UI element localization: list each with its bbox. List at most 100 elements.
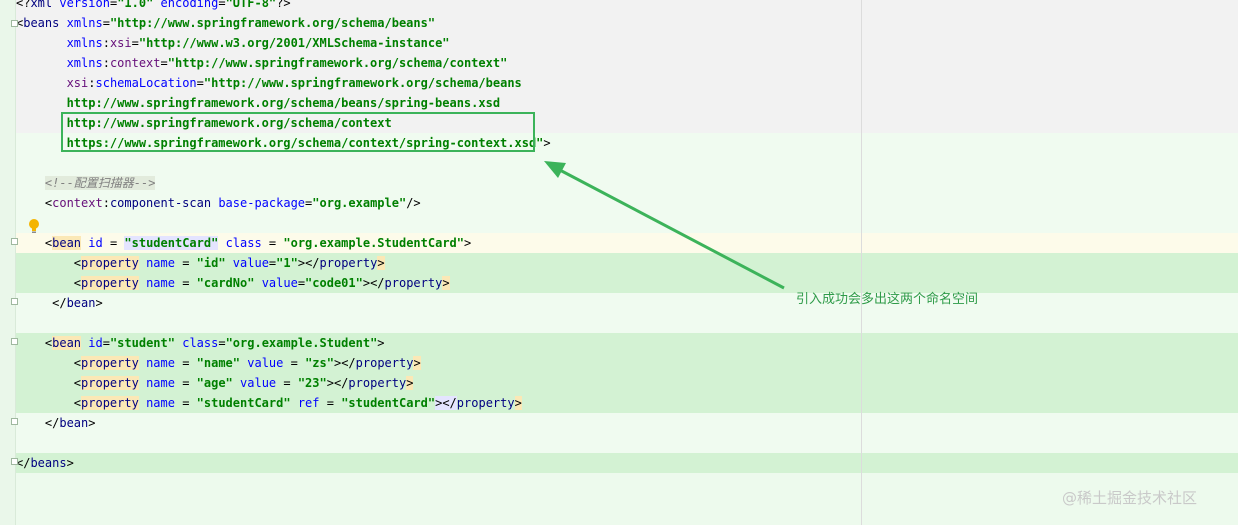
code-token: beans xyxy=(30,456,67,470)
code-token: = xyxy=(218,336,226,350)
code-token: "23" xyxy=(297,376,327,390)
code-token: ></ xyxy=(435,396,457,410)
code-token: > xyxy=(377,256,385,270)
code-token: < xyxy=(16,256,82,270)
code-line[interactable]: xsi:schemaLocation="http://www.springfra… xyxy=(16,73,1238,93)
code-token: xmlns xyxy=(66,16,103,30)
code-token: id xyxy=(88,236,103,250)
code-token: "name" xyxy=(196,356,241,370)
code-line[interactable]: <property name = "id" value="1"></proper… xyxy=(16,253,1238,273)
right-margin-guide xyxy=(861,0,862,525)
code-token: "1" xyxy=(276,256,298,270)
code-line[interactable] xyxy=(16,313,1238,333)
highlight-box xyxy=(61,112,535,152)
code-token: = xyxy=(319,396,342,410)
fold-marker-icon[interactable] xyxy=(11,418,18,425)
code-token: < xyxy=(16,196,53,210)
code-line[interactable]: <property name = "cardNo" value="code01"… xyxy=(16,273,1238,293)
fold-marker-icon[interactable] xyxy=(11,298,18,305)
code-token: > xyxy=(95,296,103,310)
code-token: </ xyxy=(16,296,67,310)
code-token: > xyxy=(464,236,472,250)
code-token: = xyxy=(218,0,226,10)
code-line[interactable] xyxy=(16,433,1238,453)
fold-marker-icon[interactable] xyxy=(11,20,18,27)
code-token: property xyxy=(319,256,378,270)
code-token: "org.example.Student" xyxy=(225,336,378,350)
code-line[interactable]: </bean> xyxy=(16,413,1238,433)
code-token: = xyxy=(283,356,306,370)
code-token: "http://www.springframework.org/schema/b… xyxy=(203,76,522,90)
code-token: version xyxy=(59,0,110,10)
code-token: xmlns xyxy=(66,36,103,50)
code-token: = xyxy=(174,276,197,290)
code-token: id xyxy=(88,336,103,350)
code-token: bean xyxy=(59,416,89,430)
code-line[interactable]: <?xml version="1.0" encoding="UTF-8"?> xyxy=(16,0,1238,13)
code-token: ref xyxy=(297,396,320,410)
code-line[interactable]: <property name = "age" value = "23"></pr… xyxy=(16,373,1238,393)
code-token: = xyxy=(102,16,110,30)
code-token: > xyxy=(406,376,414,390)
annotation-text: 引入成功会多出这两个命名空间 xyxy=(796,292,979,307)
code-token: xmlns xyxy=(66,56,103,70)
code-token: name xyxy=(146,356,175,370)
code-line[interactable]: xmlns:context="http://www.springframewor… xyxy=(16,53,1238,73)
code-token: https://www.springframework.org/schema/c… xyxy=(16,136,544,150)
watermark-text: @稀土掘金技术社区 xyxy=(1062,489,1198,507)
code-line[interactable]: <bean id = "studentCard" class = "org.ex… xyxy=(16,233,1238,253)
code-line[interactable]: <context:component-scan base-package="or… xyxy=(16,193,1238,213)
code-line[interactable]: <beans xmlns="http://www.springframework… xyxy=(16,13,1238,33)
fold-marker-icon[interactable] xyxy=(11,238,18,245)
code-token: value xyxy=(232,256,269,270)
code-line[interactable]: xmlns:xsi="http://www.w3.org/2001/XMLSch… xyxy=(16,33,1238,53)
code-token: "student" xyxy=(109,336,175,350)
code-line[interactable]: https://www.springframework.org/schema/c… xyxy=(16,133,1238,153)
code-token: "UTF-8" xyxy=(225,0,277,10)
lightbulb-icon[interactable] xyxy=(28,218,40,234)
code-line[interactable]: <property name = "name" value = "zs"></p… xyxy=(16,353,1238,373)
code-line[interactable]: http://www.springframework.org/schema/be… xyxy=(16,93,1238,113)
code-token: property xyxy=(456,396,515,410)
code-token: bean xyxy=(52,236,82,250)
code-token: "1.0" xyxy=(117,0,154,10)
code-token: = xyxy=(109,0,118,10)
code-token: < xyxy=(16,396,82,410)
code-line[interactable]: <property name = "studentCard" ref = "st… xyxy=(16,393,1238,413)
code-token: name xyxy=(146,256,175,270)
code-token: property xyxy=(355,356,414,370)
code-token: </ xyxy=(16,416,60,430)
code-token: = xyxy=(174,396,197,410)
code-token: "code01" xyxy=(305,276,363,290)
code-token: = xyxy=(276,376,298,390)
fold-marker-icon[interactable] xyxy=(11,338,18,345)
code-token: encoding xyxy=(160,0,219,10)
code-token: ?> xyxy=(276,0,291,10)
code-token: "studentCard" xyxy=(124,236,219,250)
code-token: <? xyxy=(16,0,31,10)
code-line[interactable]: </beans> xyxy=(16,453,1238,473)
fold-marker-icon[interactable] xyxy=(11,458,18,465)
code-token: property xyxy=(384,276,443,290)
code-token: : xyxy=(102,36,110,50)
code-line[interactable]: </bean> xyxy=(16,293,1238,313)
code-token: class xyxy=(225,236,262,250)
code-token: xsi xyxy=(66,76,89,90)
code-token: = xyxy=(261,236,284,250)
code-token: = xyxy=(305,196,313,210)
code-token: "http://www.springframework.org/schema/b… xyxy=(109,16,436,30)
code-line[interactable]: <!--配置扫描器--> xyxy=(16,173,1238,193)
code-token: < xyxy=(16,336,53,350)
code-line[interactable] xyxy=(16,153,1238,173)
code-token: "org.example" xyxy=(312,196,407,210)
code-token: value xyxy=(247,356,284,370)
code-line[interactable]: <bean id="student" class="org.example.St… xyxy=(16,333,1238,353)
code-line[interactable] xyxy=(16,213,1238,233)
code-token: name xyxy=(146,276,175,290)
editor-gutter[interactable] xyxy=(0,0,16,525)
code-line[interactable]: http://www.springframework.org/schema/co… xyxy=(16,113,1238,133)
code-token: < xyxy=(16,236,53,250)
code-token: < xyxy=(16,376,82,390)
